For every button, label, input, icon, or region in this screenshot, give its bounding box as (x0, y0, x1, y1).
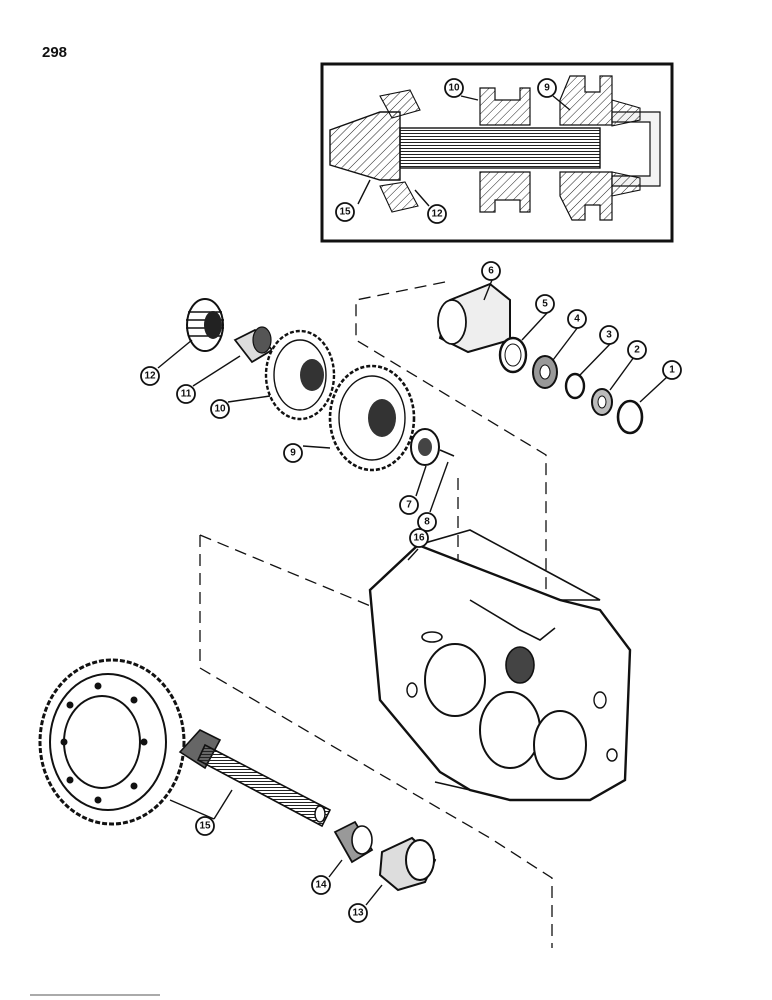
callout-1: 1 (662, 360, 682, 380)
svg-text:12: 12 (144, 371, 156, 382)
housing-16 (368, 529, 632, 802)
svg-text:4: 4 (574, 314, 580, 325)
svg-text:15: 15 (199, 821, 211, 832)
bearing-cone-4 (532, 355, 558, 389)
bushing-11 (233, 326, 274, 364)
callout-inset-10: 10 (444, 78, 464, 98)
callout-15: 15 (195, 816, 215, 836)
page-number: 298 (42, 44, 68, 61)
seal-ring-1 (616, 399, 644, 435)
svg-text:5: 5 (542, 299, 548, 310)
svg-text:10: 10 (448, 83, 460, 94)
gear-10 (264, 329, 336, 421)
svg-text:3: 3 (606, 330, 612, 341)
svg-text:9: 9 (544, 83, 550, 94)
spacer-3 (564, 372, 586, 400)
bearing-cup-5 (498, 336, 528, 374)
svg-text:16: 16 (413, 533, 425, 544)
sectional-inset (320, 62, 674, 243)
svg-text:15: 15 (339, 207, 351, 218)
nut-2 (591, 388, 613, 416)
svg-text:9: 9 (290, 448, 296, 459)
callout-11: 11 (176, 384, 196, 404)
bearing-cone-14 (333, 820, 374, 864)
callout-10: 10 (210, 399, 230, 419)
callout-13: 13 (348, 903, 368, 923)
callout-16: 16 (409, 528, 429, 548)
callout-2: 2 (627, 340, 647, 360)
bearing-7 (410, 428, 455, 466)
svg-text:8: 8 (424, 517, 430, 528)
callout-12: 12 (140, 366, 160, 386)
svg-text:12: 12 (431, 209, 443, 220)
gear-9 (328, 364, 416, 472)
retainer-6 (437, 282, 511, 354)
callout-8: 8 (417, 512, 437, 532)
pinion-shaft-15 (178, 729, 332, 828)
callout-3: 3 (599, 325, 619, 345)
callout-7: 7 (399, 495, 419, 515)
callout-inset-9: 9 (537, 78, 557, 98)
svg-text:10: 10 (214, 404, 226, 415)
gear-12 (186, 298, 224, 352)
callout-5: 5 (535, 294, 555, 314)
svg-text:6: 6 (488, 266, 494, 277)
svg-text:11: 11 (181, 389, 192, 400)
callout-4: 4 (567, 309, 587, 329)
svg-text:14: 14 (315, 880, 327, 891)
bearing-cup-13 (378, 836, 437, 892)
ring-gear (38, 658, 186, 826)
svg-text:2: 2 (634, 345, 640, 356)
leader-lines (157, 95, 668, 906)
svg-text:1: 1 (669, 365, 675, 376)
svg-text:13: 13 (352, 908, 364, 919)
callout-9: 9 (283, 443, 303, 463)
callout-inset-12: 12 (427, 204, 447, 224)
svg-text:7: 7 (406, 500, 412, 511)
callout-6: 6 (481, 261, 501, 281)
callout-14: 14 (311, 875, 331, 895)
callout-inset-15: 15 (335, 202, 355, 222)
